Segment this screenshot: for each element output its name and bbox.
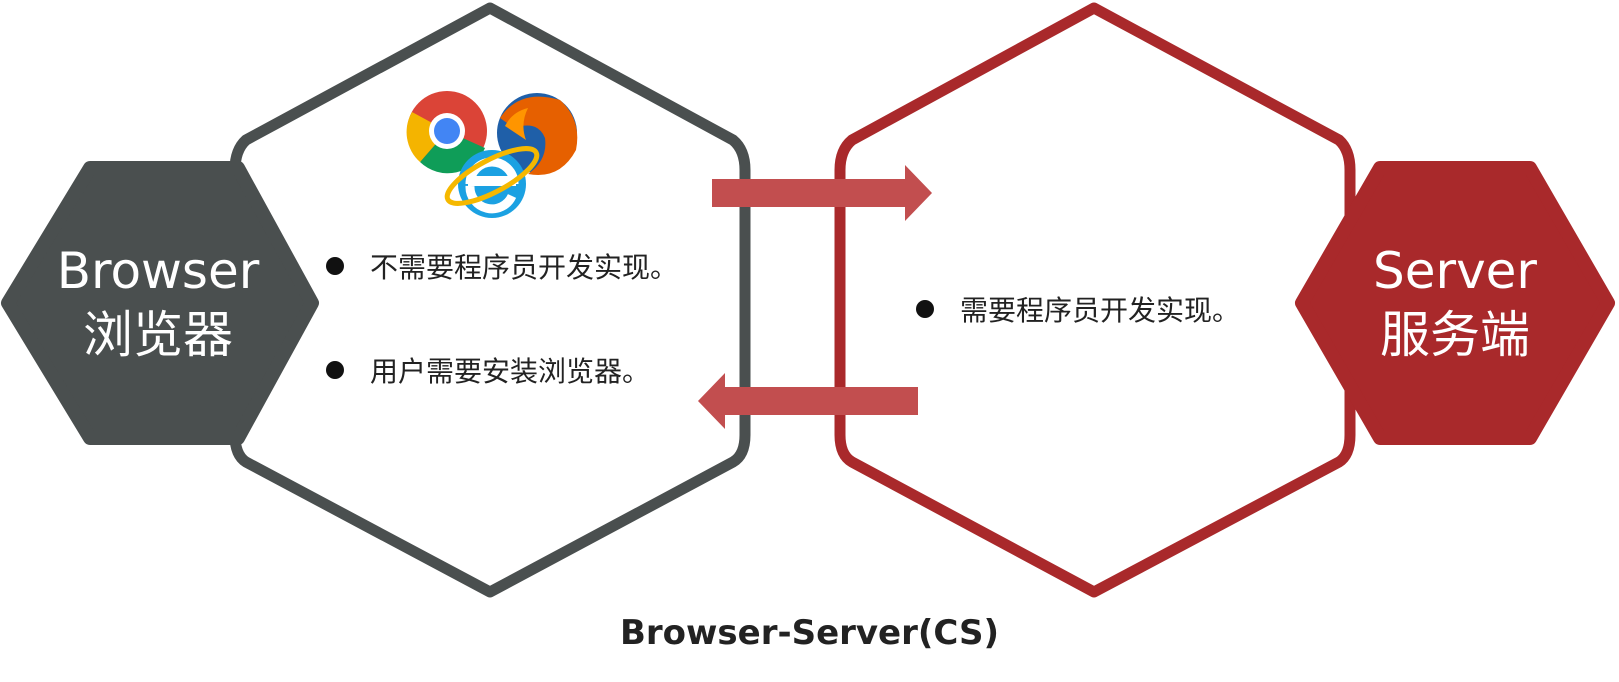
bullet-icon [326,257,344,275]
server-subtitle: 服务端 [1380,306,1530,364]
browser-point: 用户需要安装浏览器。 [326,350,678,390]
browser-hexagon [1,161,319,445]
browser-points: 不需要程序员开发实现。 用户需要安装浏览器。 [326,246,678,390]
server-points: 需要程序员开发实现。 [916,289,1240,329]
browser-node-label: Browser 浏览器 [40,246,276,360]
request-arrow [712,165,932,221]
server-hexagon-outline [834,2,1356,598]
bullet-icon [326,361,344,379]
response-arrow [698,373,918,429]
browser-point-text: 用户需要安装浏览器。 [370,355,651,388]
server-title: Server [1373,242,1537,300]
internet-explorer-icon [444,146,540,218]
server-node-label: Server 服务端 [1335,246,1575,360]
server-point-text: 需要程序员开发实现。 [960,294,1241,327]
browser-point-text: 不需要程序员开发实现。 [370,251,679,284]
browser-hexagon-outline [229,2,751,598]
firefox-icon [497,93,578,175]
server-hexagon [1295,161,1615,445]
diagram-caption: Browser-Server(CS) [619,613,1000,653]
browser-subtitle: 浏览器 [83,306,233,364]
bullet-icon [916,300,934,318]
browser-point: 不需要程序员开发实现。 [326,246,678,286]
browser-title: Browser [56,242,260,300]
server-point: 需要程序员开发实现。 [916,289,1240,329]
